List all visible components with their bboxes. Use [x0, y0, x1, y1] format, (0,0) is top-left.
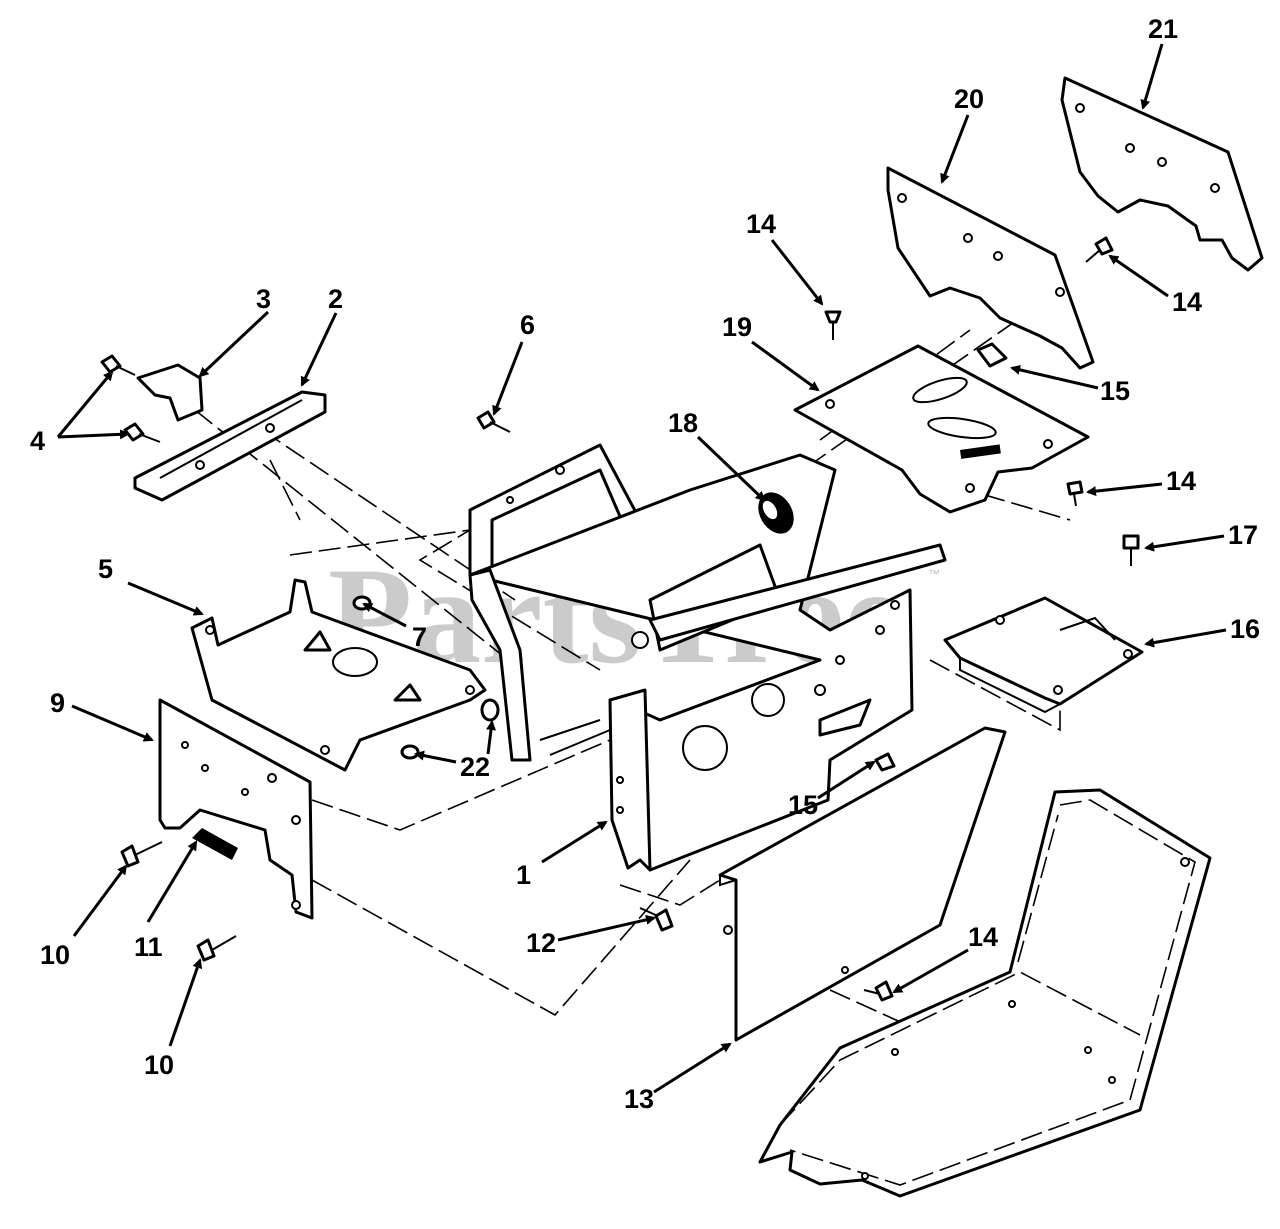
callout-13: 13 [624, 1084, 654, 1114]
part-4-screws [100, 354, 161, 443]
part-10-bolts [120, 841, 237, 962]
part-22-washer [400, 698, 500, 760]
callout-22: 22 [460, 752, 490, 782]
callout-12: 12 [526, 928, 556, 958]
callout-14-right: 14 [1172, 287, 1202, 317]
callout-14-mid: 14 [1166, 466, 1196, 496]
part-15-nut-lower [874, 752, 896, 772]
floor-tray [758, 788, 1212, 1198]
callout-6: 6 [520, 310, 535, 340]
callout-16: 16 [1230, 614, 1260, 644]
callout-19: 19 [722, 312, 752, 342]
part-2-angle [133, 390, 327, 502]
callout-5: 5 [98, 554, 113, 584]
callout-4: 4 [30, 426, 45, 456]
part-21-plate [1060, 76, 1264, 272]
part-13-panel [718, 726, 1007, 1042]
part-1-main-frame [468, 453, 947, 872]
callout-14-top: 14 [746, 209, 776, 239]
part-17-bolt [1122, 534, 1140, 566]
callout-10-upper: 10 [40, 940, 70, 970]
callout-20: 20 [954, 84, 984, 114]
callout-14-bottom: 14 [968, 922, 998, 952]
callout-3: 3 [256, 284, 271, 314]
callout-7: 7 [412, 622, 427, 652]
part-14-screws [824, 236, 1114, 1002]
part-5-bracket [190, 578, 487, 772]
part-19-plate [793, 344, 1090, 514]
part-11-clip [192, 828, 238, 860]
part-18-knob [758, 492, 794, 534]
part-9-panel [158, 698, 314, 920]
callout-9: 9 [50, 688, 65, 718]
callout-21: 21 [1148, 14, 1178, 44]
callout-17: 17 [1228, 520, 1258, 550]
part-20-plate [886, 166, 1095, 370]
callout-11: 11 [134, 932, 163, 962]
watermark-trademark: ™ [928, 567, 940, 581]
part-15-nut-upper [976, 342, 1008, 368]
part-12-screw [639, 907, 674, 932]
callout-15-lower: 15 [788, 790, 818, 820]
callout-labels: 21 20 14 14 19 15 18 14 17 16 3 2 4 6 5 … [30, 14, 1260, 1114]
part-16-plate [943, 596, 1144, 714]
callout-1: 1 [516, 860, 531, 890]
part-3-clip [136, 363, 204, 422]
callout-18: 18 [668, 408, 698, 438]
callout-10-lower: 10 [144, 1050, 174, 1080]
part-6-screw [476, 410, 511, 433]
leader-arrows [56, 43, 1227, 1094]
callout-15-upper: 15 [1100, 376, 1130, 406]
callout-2: 2 [328, 284, 343, 314]
